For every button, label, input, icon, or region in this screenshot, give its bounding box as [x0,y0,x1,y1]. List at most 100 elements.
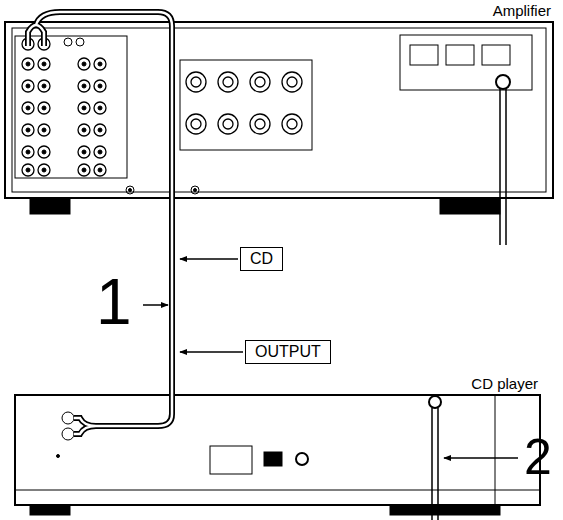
foot [30,198,70,214]
speaker-terminal [287,119,297,129]
leader-arrow [180,351,243,353]
switch [264,452,282,466]
jack-panel [15,36,127,178]
jack [38,102,50,114]
jack [94,80,106,92]
speaker-terminal [250,114,270,134]
jack [38,58,50,70]
jack [22,164,34,176]
callout-box: OUTPUT [245,340,331,364]
callout-text: OUTPUT [255,343,321,360]
jack-pin [42,168,46,172]
jack-pin [42,84,46,88]
foot [390,505,500,515]
jack-pin [82,168,86,172]
ac-outlet [446,45,474,65]
jack-pin [42,62,46,66]
jack [38,80,50,92]
jack-pin [82,106,86,110]
jack-pin [98,62,102,66]
cable-outline [169,198,175,395]
speaker-terminal [282,72,302,92]
callout-number: 1 [96,270,132,334]
jack [76,38,84,46]
jack [94,102,106,114]
output-jack [62,428,74,440]
power-cord [500,89,506,245]
jack [22,102,34,114]
speaker-terminal [223,119,233,129]
jack [78,164,90,176]
jack-pin [98,84,102,88]
jack-pin [42,128,46,132]
jack-pin [26,84,30,88]
speaker-terminal [255,119,265,129]
callout-box: CD [240,247,283,271]
jack [78,80,90,92]
power-cord [432,408,438,520]
foot [30,505,70,515]
digital-output-panel [210,446,252,474]
speaker-terminal [223,77,233,87]
ac-outlet [410,45,438,65]
jack-pin [26,106,30,110]
jack-pin [42,106,46,110]
screw [191,186,199,194]
input-jacks [22,38,106,176]
speaker-terminal [191,119,201,129]
device-label: Amplifier [493,2,551,19]
jack-pin [26,128,30,132]
jack-pin [82,150,86,154]
leader-arrow [143,304,168,306]
jack-pin [42,150,46,154]
jack [22,146,34,158]
speaker-terminal [218,114,238,134]
jack [78,102,90,114]
speaker-terminal [282,114,302,134]
jack-pin [26,150,30,154]
amplifier-panel [12,28,546,192]
jack-pin [98,150,102,154]
jack [78,124,90,136]
speaker-panel [180,60,312,150]
jack [64,38,72,46]
callout-number: 2 [524,432,552,482]
jack-pin [26,168,30,172]
dot [57,455,60,458]
speaker-terminal [186,114,206,134]
cd-player-housing [15,395,540,505]
jack-pin [98,128,102,132]
device-housing: CD player [15,395,540,505]
jack [38,164,50,176]
amplifier-housing [5,22,553,198]
jack-pin [82,84,86,88]
callout-text: CD [250,250,273,267]
cable [28,12,172,434]
power-cord-entry [496,75,510,89]
cd-player-panel [15,395,540,505]
foot [440,198,500,214]
coaxial-jack [296,453,308,465]
screw [129,189,132,192]
jack-pin [82,128,86,132]
jack [22,124,34,136]
jack-pin [98,106,102,110]
jack [94,164,106,176]
power-cord-entry [429,396,441,408]
jack [94,146,106,158]
screw [126,186,134,194]
jack [22,80,34,92]
output-jack [62,412,74,424]
speaker-terminal [191,77,201,87]
speaker-terminal [255,77,265,87]
jack-pin [82,62,86,66]
jack [22,58,34,70]
speaker-terminal [250,72,270,92]
speaker-terminal [218,72,238,92]
jack-pin [26,62,30,66]
ac-outlet [482,45,510,65]
ac-outlet-panel [400,35,532,90]
leader-arrow [180,258,238,260]
jack [94,124,106,136]
jack-pin [98,168,102,172]
